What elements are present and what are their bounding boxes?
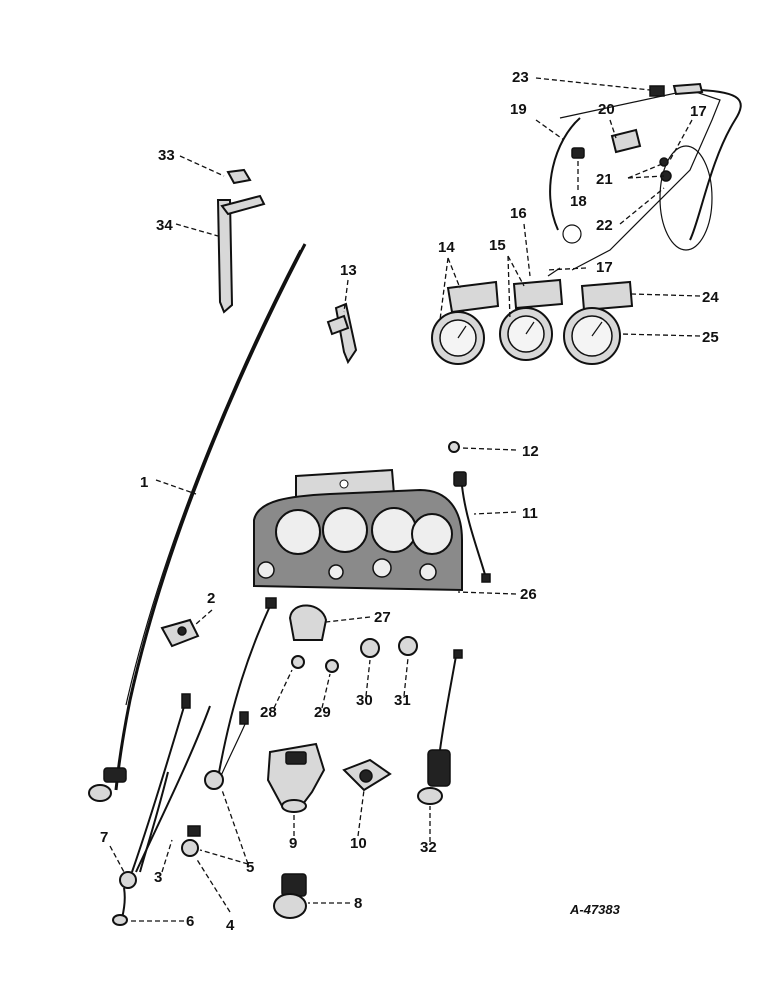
callout-8: 8 (354, 895, 362, 912)
lamp-part (273, 873, 307, 919)
callout-12: 12 (522, 443, 539, 460)
sender-tube (547, 82, 742, 277)
callout-29: 29 (314, 704, 331, 721)
callout-20: 20 (598, 101, 615, 118)
callout-3: 3 (154, 869, 162, 886)
clip-part (326, 302, 358, 365)
callout-4: 4 (226, 917, 235, 934)
callout-24: 24 (702, 289, 719, 306)
callout-17-upper: 17 (690, 103, 707, 120)
callout-13: 13 (340, 262, 357, 279)
callout-27: 27 (374, 609, 391, 626)
callout-5: 5 (246, 859, 254, 876)
cable-assembly (88, 243, 307, 802)
knobs-grommets (288, 604, 418, 673)
callout-32: 32 (420, 839, 437, 856)
callout-6: 6 (186, 913, 194, 930)
callout-9: 9 (289, 835, 297, 852)
switch-part (266, 742, 326, 813)
callout-19: 19 (510, 101, 527, 118)
callout-11: 11 (522, 505, 538, 522)
callout-14: 14 (438, 239, 455, 256)
callout-labels: 1 2 3 4 5 6 7 8 9 10 11 12 13 14 15 16 1… (100, 69, 719, 934)
gauges (431, 307, 621, 365)
callout-16: 16 (510, 205, 527, 222)
callout-26: 26 (520, 586, 537, 603)
socket-plate (342, 758, 392, 792)
callout-1: 1 (140, 474, 148, 491)
callout-31: 31 (394, 692, 411, 709)
light-assembly (417, 649, 463, 805)
figure-reference: A-47383 (569, 902, 621, 917)
callout-34: 34 (156, 217, 173, 234)
clamp-part (160, 618, 200, 648)
callout-7: 7 (100, 829, 108, 846)
leader-lines (109, 77, 701, 922)
gauge-brackets (446, 278, 634, 314)
callout-25: 25 (702, 329, 719, 346)
callout-28: 28 (260, 704, 277, 721)
wiring-harness (112, 597, 277, 926)
instrument-panel (253, 468, 463, 592)
callout-10: 10 (350, 835, 367, 852)
callout-2: 2 (207, 590, 215, 607)
bracket-parts (216, 168, 266, 314)
callout-17-lower: 17 (596, 259, 613, 276)
callout-23: 23 (512, 69, 529, 86)
callout-33: 33 (158, 147, 175, 164)
callout-30: 30 (356, 692, 373, 709)
callout-15: 15 (489, 237, 506, 254)
callout-18: 18 (570, 193, 587, 210)
callout-21: 21 (596, 171, 613, 188)
callout-22: 22 (596, 217, 613, 234)
lamp-lead (448, 441, 491, 583)
